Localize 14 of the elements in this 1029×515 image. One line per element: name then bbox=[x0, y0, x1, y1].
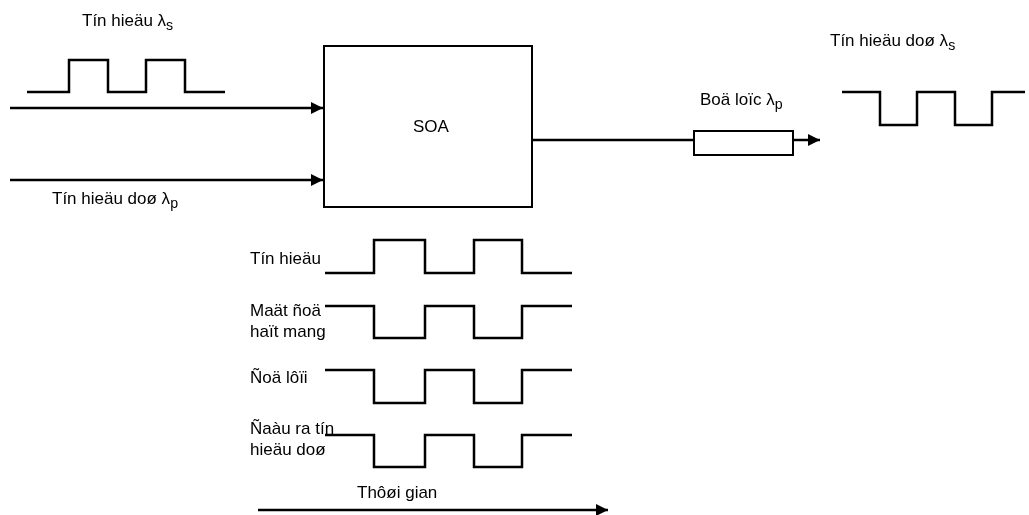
filter-label: Boä loïc λ$_{p}$ bbox=[700, 90, 783, 113]
text-label: Tín hieäu doø λ$_{s}$ bbox=[830, 30, 956, 56]
arrow bbox=[794, 134, 820, 146]
text-label: Tín hieäu doø λ$_{p}$ bbox=[52, 188, 178, 214]
text-label: Ñoä lôïi bbox=[250, 367, 308, 388]
text-label: Thôøi gian bbox=[357, 482, 438, 503]
box-label: SOA bbox=[413, 117, 449, 137]
text-label: Tín hieäu bbox=[250, 248, 321, 269]
text-label: Tín hieäu λ$_{s}$ bbox=[82, 10, 174, 36]
arrow bbox=[10, 174, 323, 186]
arrow bbox=[10, 102, 323, 114]
text-label: Ñaàu ra tín hieäu doø bbox=[250, 418, 336, 460]
amplifier-box bbox=[323, 45, 533, 208]
text-label: Maät ñoä haït mang bbox=[250, 300, 327, 342]
